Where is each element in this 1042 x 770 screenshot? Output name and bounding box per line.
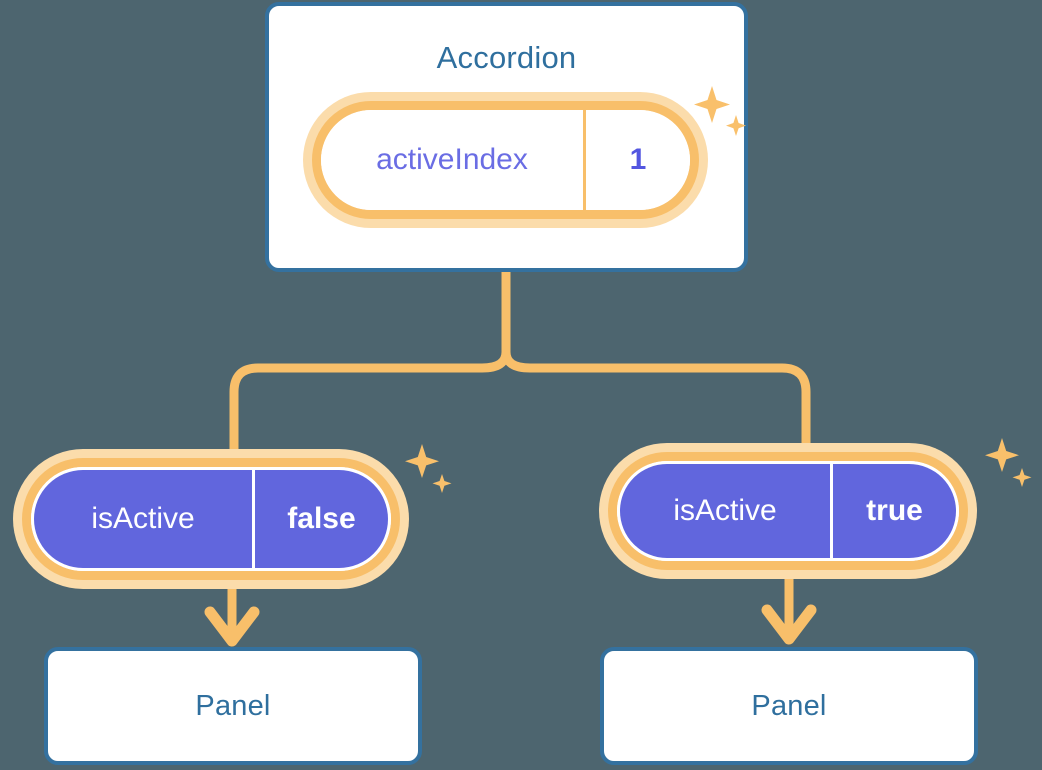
state-pill-inner: isActive true bbox=[617, 461, 959, 561]
state-pill-inner: isActive false bbox=[31, 467, 391, 571]
arrow-down-icon-right bbox=[761, 570, 817, 645]
sparkle-icon-left bbox=[398, 438, 462, 507]
tree-connector bbox=[229, 267, 811, 463]
panel-title: Panel bbox=[195, 689, 271, 722]
arrow-down-icon-left bbox=[204, 580, 260, 647]
state-value-label: true bbox=[830, 464, 956, 558]
state-pill-inner: activeIndex 1 bbox=[321, 110, 690, 210]
panel-title: Panel bbox=[751, 689, 827, 722]
state-value-label: false bbox=[252, 470, 388, 568]
state-key-label: isActive bbox=[620, 464, 830, 558]
state-pill-is-active-true[interactable]: isActive true bbox=[608, 452, 968, 570]
component-card-panel-left[interactable]: Panel bbox=[44, 647, 422, 765]
state-pill-is-active-false[interactable]: isActive false bbox=[22, 458, 400, 580]
state-key-label: isActive bbox=[34, 470, 252, 568]
state-key-label: activeIndex bbox=[376, 143, 528, 176]
state-value-label: 1 bbox=[583, 110, 690, 210]
state-pill-active-index[interactable]: activeIndex 1 bbox=[312, 101, 699, 219]
page-title: Accordion bbox=[436, 40, 577, 75]
sparkle-icon-right bbox=[978, 432, 1042, 501]
component-card-panel-right[interactable]: Panel bbox=[600, 647, 978, 765]
